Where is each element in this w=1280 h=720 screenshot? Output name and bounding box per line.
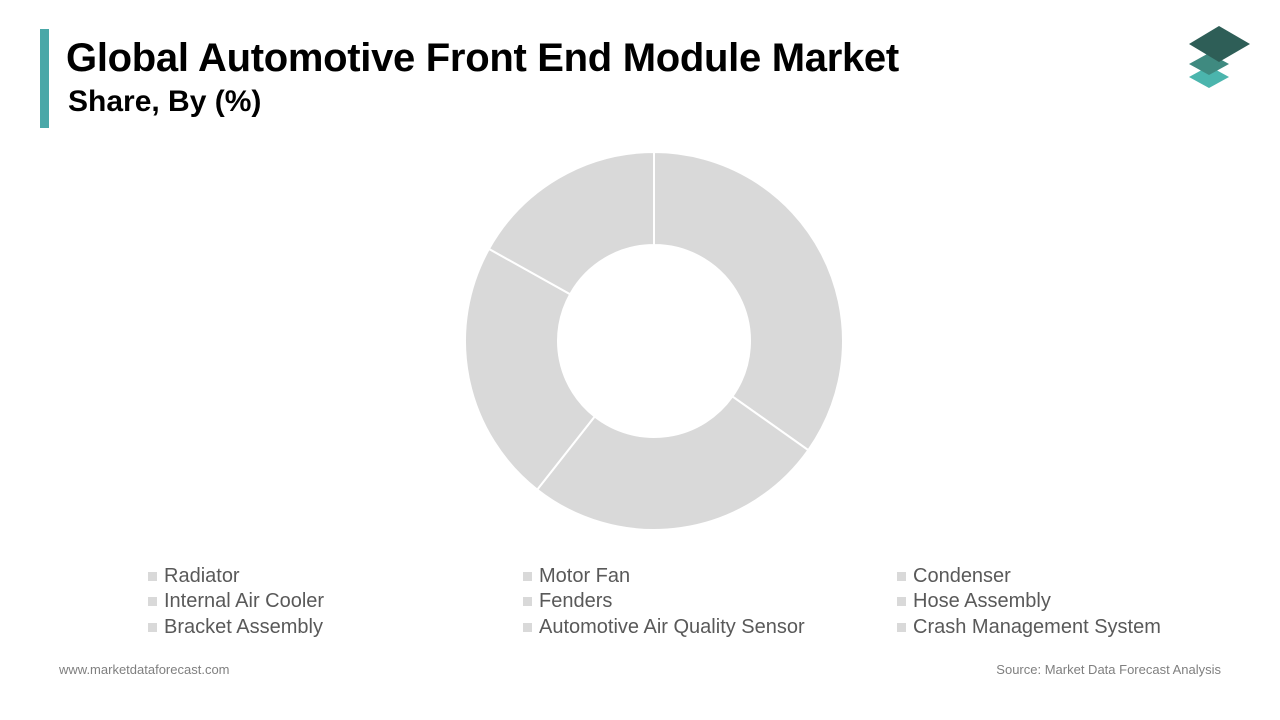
title-accent-bar (40, 29, 49, 128)
donut-slice-internal-air-cooler (487, 150, 655, 296)
legend-item-condenser: Condenser (897, 564, 1011, 588)
legend-item-fenders: Fenders (523, 589, 612, 613)
chart-title: Global Automotive Front End Module Marke… (66, 36, 899, 80)
legend-swatch (897, 622, 906, 632)
legend-swatch (523, 596, 532, 606)
legend-item-bracket-assembly: Bracket Assembly (148, 615, 323, 639)
legend-item-motor-fan: Motor Fan (523, 564, 630, 588)
legend-label: Radiator (164, 564, 240, 587)
stacked-layers-icon (1189, 26, 1250, 88)
legend-swatch (148, 596, 157, 606)
logo-layer-bottom (1189, 66, 1229, 88)
legend-label: Automotive Air Quality Sensor (539, 615, 805, 638)
legend-swatch (897, 571, 906, 581)
donut-slice-motor-fan (535, 395, 810, 531)
logo-layer-top (1189, 26, 1250, 62)
legend-swatch (148, 622, 157, 632)
chart-subtitle: Share, By (%) (68, 85, 262, 118)
legend-swatch (897, 596, 906, 606)
legend-label: Crash Management System (913, 615, 1161, 638)
donut-slice-condenser (464, 247, 597, 492)
legend-swatch (148, 571, 157, 581)
legend-label: Bracket Assembly (164, 615, 323, 638)
legend-swatch (523, 622, 532, 632)
website-url: www.marketdataforecast.com (59, 662, 230, 677)
legend-item-radiator: Radiator (148, 564, 240, 588)
legend-item-crash-management-system: Crash Management System (897, 615, 1161, 639)
legend-label: Internal Air Cooler (164, 589, 325, 612)
legend-item-hose-assembly: Hose Assembly (897, 589, 1051, 613)
legend-swatch (523, 571, 532, 581)
legend-item-automotive-air-quality-sensor: Automotive Air Quality Sensor (523, 615, 805, 639)
donut-slice-radiator (653, 150, 844, 452)
source-note: Source: Market Data Forecast Analysis (996, 662, 1221, 677)
legend-label: Motor Fan (539, 564, 631, 587)
legend-label: Fenders (539, 589, 613, 612)
legend-label: Hose Assembly (913, 589, 1051, 612)
legend-item-internal-air-cooler: Internal Air Cooler (148, 589, 324, 613)
legend-label: Condenser (913, 564, 1011, 587)
